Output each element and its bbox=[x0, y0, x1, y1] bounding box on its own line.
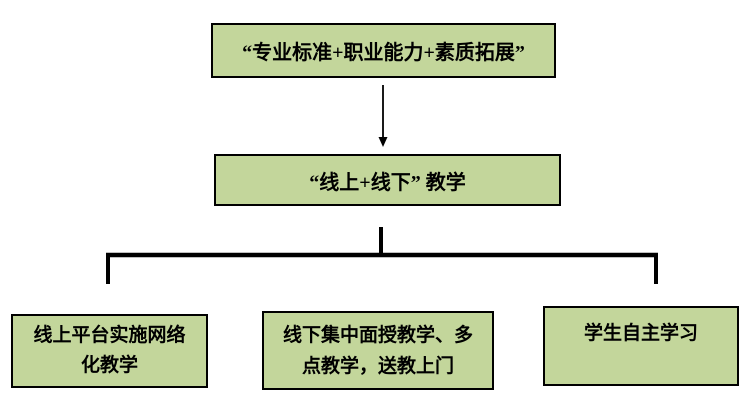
node-online-platform-line1: 线上平台实施网络 bbox=[33, 325, 186, 346]
arrow-top-to-middle bbox=[378, 85, 388, 147]
node-offline-teaching: 线下集中面授教学、多 点教学，送教上门 bbox=[262, 311, 494, 390]
tree-connector bbox=[106, 227, 658, 284]
node-self-study: 学生自主学习 bbox=[543, 306, 739, 386]
node-online-offline-teaching: “线上+线下” 教学 bbox=[214, 154, 561, 206]
node-offline-teaching-line1: 线下集中面授教学、多 bbox=[282, 324, 473, 346]
node-offline-teaching-line2: 点教学，送教上门 bbox=[301, 355, 454, 377]
node-online-platform: 线上平台实施网络 化教学 bbox=[11, 314, 208, 388]
node-standards: “专业标准+职业能力+素质拓展” bbox=[211, 23, 556, 78]
node-self-study-label: 学生自主学习 bbox=[583, 323, 698, 344]
node-online-platform-line2: 化教学 bbox=[80, 355, 138, 376]
node-standards-label: “专业标准+职业能力+素质拓展” bbox=[242, 42, 525, 64]
node-online-offline-teaching-label: “线上+线下” 教学 bbox=[309, 171, 466, 194]
